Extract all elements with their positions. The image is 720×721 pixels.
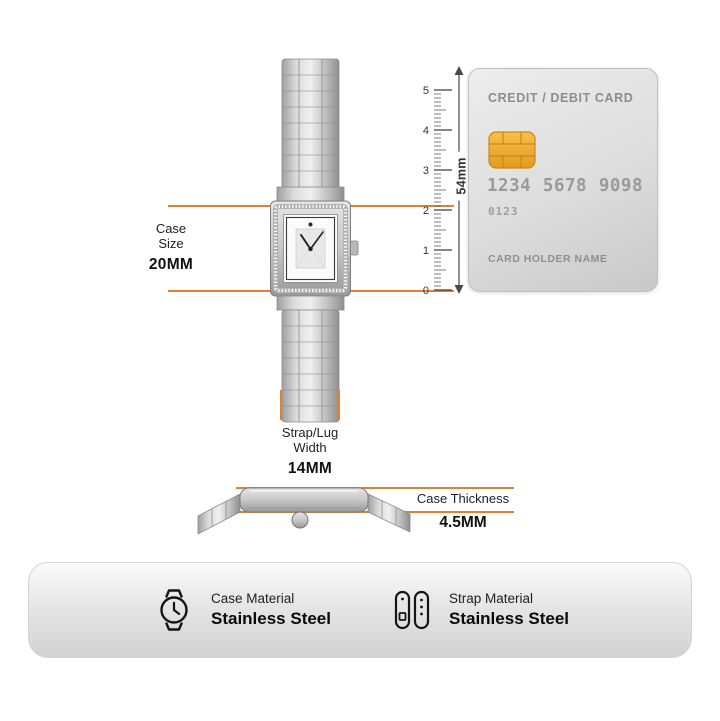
strap-width-label-line1: Strap/Lug xyxy=(281,425,339,440)
strap-material-label: Strap Material xyxy=(449,591,534,606)
case-size-annotation: Case Size 20MM xyxy=(128,221,214,274)
strap-material-spec: Strap Material Stainless Steel xyxy=(389,587,569,633)
card-title: CREDIT / DEBIT CARD xyxy=(488,91,634,105)
strap-width-left-line xyxy=(280,390,282,420)
svg-text:5: 5 xyxy=(423,85,429,97)
strap-material-value: Stainless Steel xyxy=(449,609,570,628)
case-size-value: 20MM xyxy=(148,256,194,273)
ruler: 5 4 3 2 1 0 xyxy=(423,85,452,297)
case-material-spec: Case Material Stainless Steel xyxy=(151,587,331,633)
card-number-group2: 5678 xyxy=(542,176,588,196)
svg-text:0: 0 xyxy=(423,285,429,297)
strap-width-right-line xyxy=(338,390,340,420)
card-sub-number: 0123 xyxy=(488,205,519,218)
svg-text:1: 1 xyxy=(423,245,429,257)
watch-strap-icon xyxy=(394,590,430,630)
watch-case-icon xyxy=(160,589,188,631)
svg-text:4: 4 xyxy=(423,125,429,137)
card-number-group1: 1234 xyxy=(487,176,532,196)
svg-text:3: 3 xyxy=(423,165,429,177)
case-material-label: Case Material xyxy=(210,591,295,606)
credit-card: CREDIT / DEBIT CARD 1234 5678 9098 0123 … xyxy=(468,68,658,292)
case-size-label-line2: Size xyxy=(158,236,184,251)
watch-front-image xyxy=(270,58,359,423)
card-number-group3: 9098 xyxy=(598,176,643,196)
strap-width-value: 14MM xyxy=(287,460,333,477)
case-material-value: Stainless Steel xyxy=(210,609,331,628)
card-holder-label: CARD HOLDER NAME xyxy=(488,253,608,265)
case-thickness-top-line xyxy=(236,487,514,489)
card-number: 1234 5678 9098 xyxy=(487,176,643,196)
card-chip-icon xyxy=(488,131,536,169)
watch-side-image xyxy=(197,487,411,535)
case-thickness-value: 4.5MM xyxy=(439,514,487,531)
strap-width-label-line2: Width xyxy=(293,440,327,455)
svg-text:2: 2 xyxy=(423,205,429,217)
materials-panel: Case Material Stainless Steel Strap Mate… xyxy=(28,562,692,658)
case-thickness-label: Case Thickness xyxy=(416,491,510,506)
case-size-label-line1: Case xyxy=(155,221,187,236)
strap-width-annotation: Strap/Lug Width 14MM xyxy=(258,425,362,478)
